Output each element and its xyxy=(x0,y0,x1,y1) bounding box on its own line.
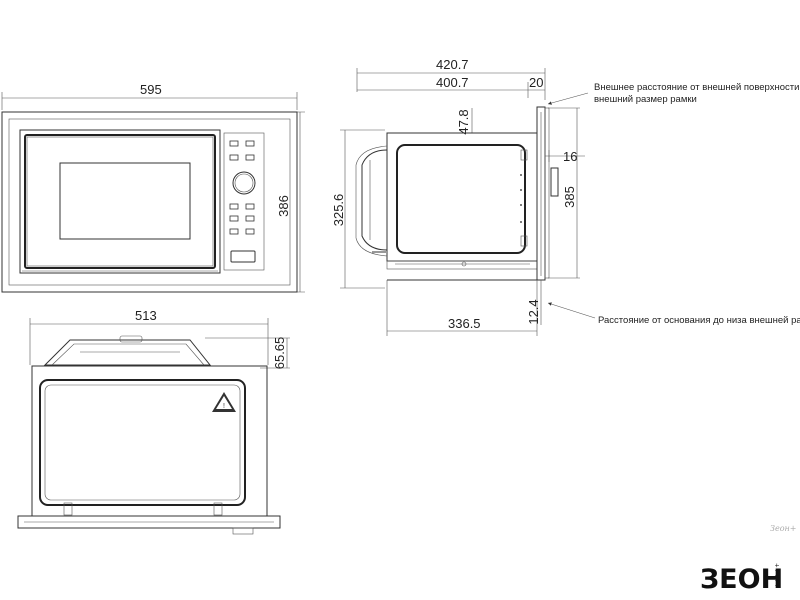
top-panel xyxy=(39,379,246,506)
door-open-button xyxy=(230,250,256,263)
base-note: Расстояние от основания до низа внешней … xyxy=(598,315,800,326)
svg-text:+++++: +++++ xyxy=(774,563,781,588)
side-panel xyxy=(396,144,526,254)
top-height-label: 65.65 xyxy=(272,337,287,370)
front-width-label: 595 xyxy=(140,82,162,97)
door-window xyxy=(59,162,191,240)
watermark: Зеон+ xyxy=(770,524,797,533)
frame-height-label: 385 xyxy=(562,186,577,208)
panel-button xyxy=(229,140,239,147)
top-offset-label: 47.8 xyxy=(456,109,471,134)
door-handle-profile xyxy=(361,149,388,251)
control-knob xyxy=(232,171,256,195)
frame-note-line1: Внешнее расстояние от внешней поверхност… xyxy=(594,82,800,93)
control-panel xyxy=(223,132,265,271)
top-body xyxy=(31,365,268,517)
front-outer-frame xyxy=(1,111,298,293)
side-body xyxy=(386,132,538,262)
frame-note-line2: внешний размер рамки xyxy=(594,94,697,105)
front-view: 595 386 xyxy=(1,82,305,293)
zeon-logo: ЗЕОН +++++ xyxy=(700,563,783,595)
svg-text:!: ! xyxy=(223,403,225,410)
base-note-leader xyxy=(547,302,596,319)
top-width-label: 513 xyxy=(135,308,157,323)
door-glass xyxy=(24,134,216,269)
base-gap-label: 12.4 xyxy=(526,299,541,324)
front-height-label: 386 xyxy=(276,195,291,217)
body-height-label: 325.6 xyxy=(331,194,346,227)
frame-note-leader xyxy=(547,92,589,105)
side-view: 420.7 400.7 20 47.8 325.6 xyxy=(331,57,596,336)
frame-offset-label: 20 xyxy=(529,75,543,90)
svg-text:ЗЕОН: ЗЕОН xyxy=(700,564,783,595)
body-depth-label: 400.7 xyxy=(436,75,469,90)
top-dome xyxy=(43,339,212,366)
base-depth-label: 336.5 xyxy=(448,316,481,331)
frame-bracket xyxy=(550,167,559,197)
frame-thickness-label: 16 xyxy=(563,149,577,164)
front-door xyxy=(19,129,221,274)
overall-depth-label: 420.7 xyxy=(436,57,469,72)
top-view: 513 65.65 ! xyxy=(17,308,290,535)
top-base-plate xyxy=(17,515,281,529)
